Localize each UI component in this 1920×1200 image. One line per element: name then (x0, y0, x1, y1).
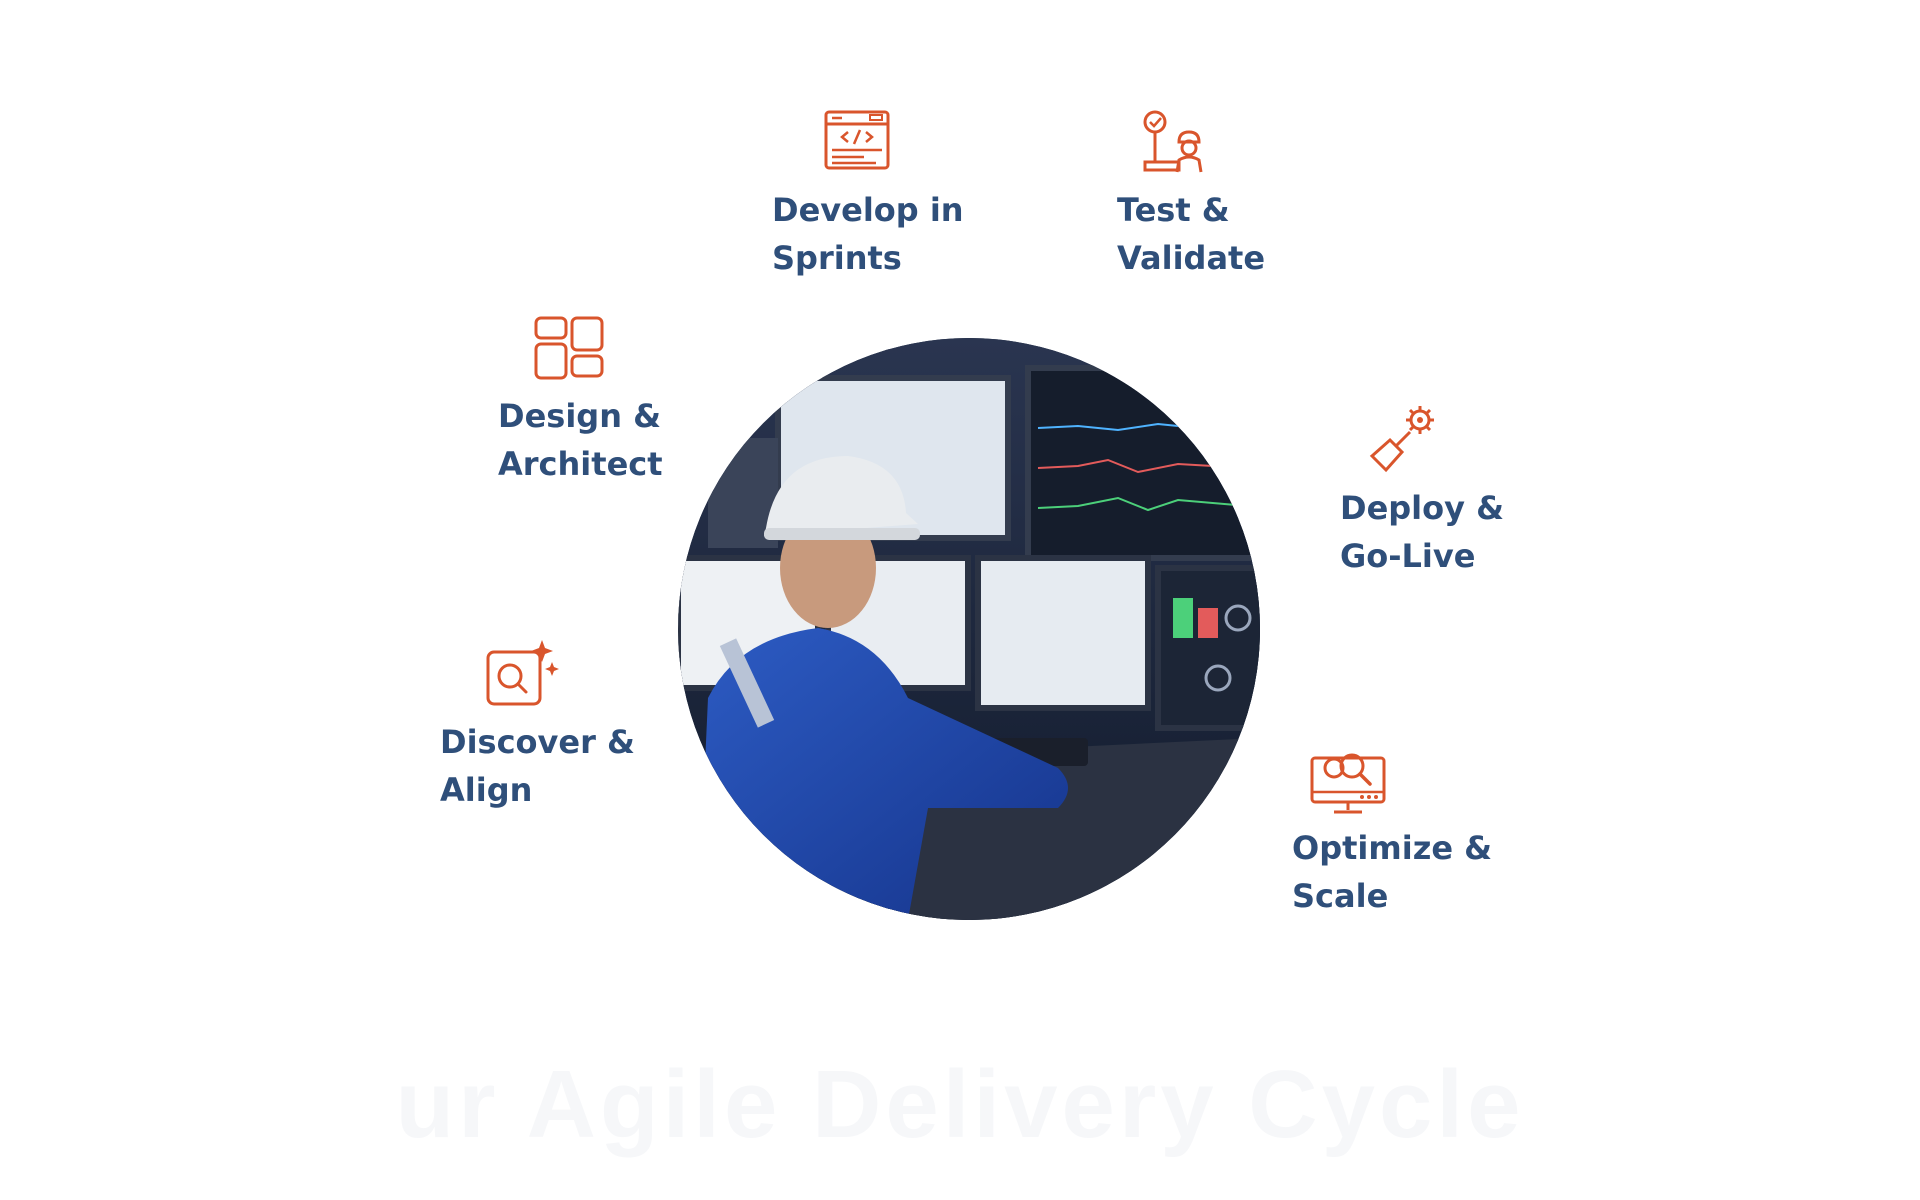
step-label-line1: Deploy & (1340, 489, 1505, 527)
step-label-line2: Validate (1117, 239, 1266, 277)
control-room-illustration (678, 338, 1260, 920)
monitor-gear-search-icon (1310, 753, 1386, 814)
step-label: Develop in Sprints (772, 186, 964, 282)
step-label: Discover & Align (440, 718, 635, 814)
step-label-line1: Optimize & (1292, 829, 1493, 867)
code-window-icon (824, 110, 890, 170)
step-label-line1: Discover & (440, 723, 635, 761)
step-label-line1: Test & (1117, 191, 1230, 229)
launch-gear-icon (1369, 406, 1434, 473)
step-label-line2: Architect (498, 445, 663, 483)
step-test-validate: Test & Validate (1117, 106, 1265, 282)
step-label: Design & Architect (498, 392, 663, 488)
step-label-line2: Scale (1292, 877, 1389, 915)
engineer-gear-check-icon (1143, 110, 1203, 173)
step-optimize-scale: Optimize & Scale (1292, 744, 1492, 920)
step-label: Optimize & Scale (1292, 824, 1492, 920)
step-design-architect: Design & Architect (498, 312, 663, 488)
step-label-line2: Sprints (772, 239, 902, 277)
step-label: Deploy & Go-Live (1340, 484, 1504, 580)
layout-grid-icon (534, 316, 604, 380)
center-photo (678, 338, 1260, 920)
step-deploy-golive: Deploy & Go-Live (1340, 404, 1504, 580)
footer-title: ur Agile Delivery Cycle (395, 1051, 1525, 1158)
step-develop-sprints: Develop in Sprints (772, 106, 964, 282)
document-search-sparkle-icon (486, 640, 559, 706)
step-discover-align: Discover & Align (440, 638, 635, 814)
step-label-line2: Go-Live (1340, 537, 1476, 575)
step-label-line2: Align (440, 771, 533, 809)
step-label-line1: Develop in (772, 191, 964, 229)
step-label: Test & Validate (1117, 186, 1265, 282)
step-label-line1: Design & (498, 397, 662, 435)
